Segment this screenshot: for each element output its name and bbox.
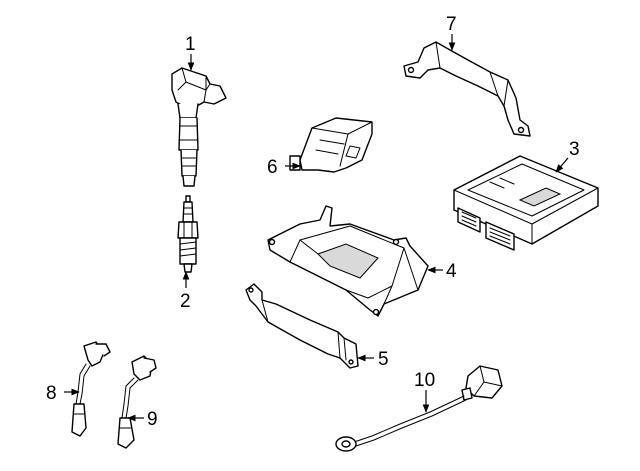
callout-1: 1 [185, 34, 196, 55]
callout-8: 8 [46, 383, 57, 404]
callout-2: 2 [180, 291, 191, 312]
leader-3 [555, 157, 569, 173]
mounting-bracket-tray-icon [267, 205, 429, 317]
engine-control-module-icon [453, 155, 599, 251]
callout-3: 3 [569, 139, 580, 160]
spark-plug-icon [177, 195, 199, 273]
callout-7: 7 [446, 14, 457, 35]
strap-bracket-icon [403, 41, 531, 137]
knock-sensor-icon [335, 365, 503, 452]
callout-6: 6 [267, 157, 278, 178]
sensor-lead-icon [71, 341, 111, 437]
callout-9: 9 [147, 409, 158, 430]
callout-5: 5 [378, 349, 389, 370]
support-bracket-icon [245, 283, 359, 369]
sensor-lead-icon [117, 355, 157, 449]
relay-module-icon [289, 117, 373, 173]
callout-10: 10 [414, 370, 435, 391]
ignition-coil-icon [171, 67, 227, 187]
callout-4: 4 [446, 261, 457, 282]
